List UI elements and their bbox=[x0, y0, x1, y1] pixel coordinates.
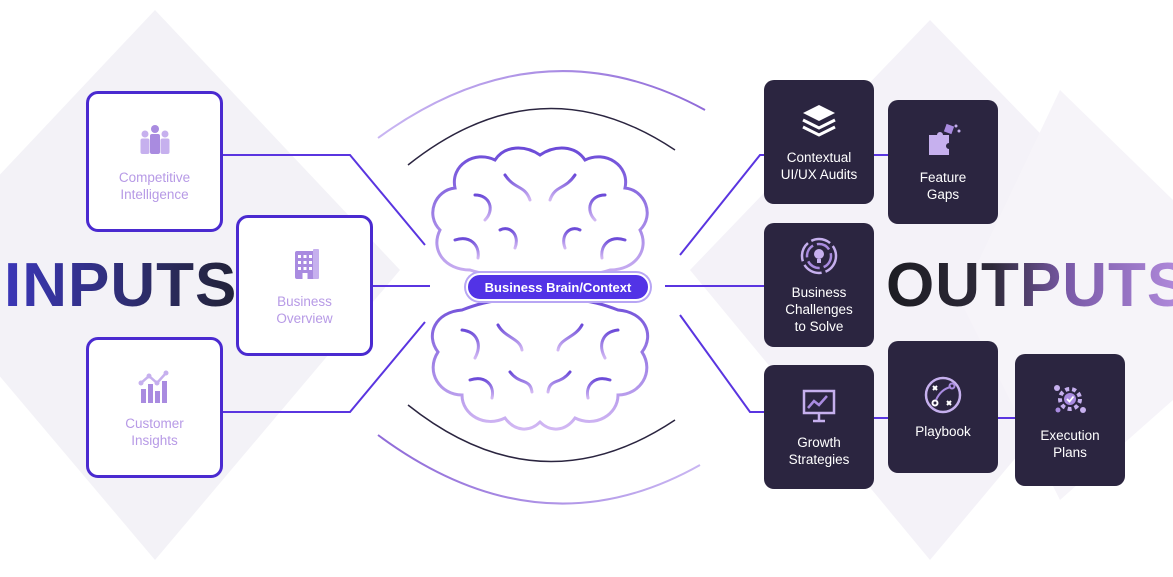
puzzle-icon bbox=[929, 123, 961, 155]
building-icon bbox=[294, 248, 319, 279]
output-connectors bbox=[665, 154, 1015, 419]
input-customer-insights[interactable]: Customer Insights bbox=[86, 337, 223, 478]
output-label-line: Challenges bbox=[785, 301, 853, 317]
output-playbook[interactable]: Playbook bbox=[888, 341, 998, 473]
input-connectors bbox=[222, 154, 430, 413]
gear-settings-icon bbox=[1054, 385, 1086, 413]
output-contextual-ux-audits[interactable]: Contextual UI/UX Audits bbox=[764, 80, 874, 204]
output-business-challenges[interactable]: Business Challenges to Solve bbox=[764, 223, 874, 347]
output-label-line: Plans bbox=[1053, 445, 1087, 460]
bar-chart-trend-icon bbox=[138, 370, 168, 403]
brain-icon bbox=[430, 146, 650, 431]
input-label-line: Insights bbox=[131, 432, 178, 448]
output-label-line: Execution bbox=[1040, 428, 1100, 443]
play-diagram-icon bbox=[924, 376, 962, 413]
output-label-line: Business bbox=[791, 284, 847, 300]
output-label-line: Playbook bbox=[915, 423, 971, 439]
input-label-line: Business bbox=[277, 293, 332, 309]
arc-bottom-outer bbox=[377, 434, 701, 505]
output-label-line: Contextual bbox=[786, 150, 852, 165]
business-brain-label: Business Brain/Context bbox=[466, 273, 650, 301]
input-label-line: Customer bbox=[125, 415, 184, 431]
maze-bulb-icon bbox=[800, 237, 838, 274]
arc-top-outer bbox=[377, 70, 706, 139]
outputs-title: OUTPUTS bbox=[886, 255, 1173, 317]
output-label-line: Feature bbox=[919, 170, 967, 185]
output-execution-plans[interactable]: Execution Plans bbox=[1015, 354, 1125, 486]
presentation-chart-icon bbox=[802, 389, 836, 423]
arc-top-inner bbox=[407, 107, 676, 166]
input-label-line: Overview bbox=[276, 310, 333, 326]
output-label-line: Gaps bbox=[926, 187, 960, 202]
input-business-overview[interactable]: Business Overview bbox=[236, 215, 373, 356]
inputs-title: INPUTS bbox=[4, 251, 238, 320]
output-growth-strategies[interactable]: Growth Strategies bbox=[764, 365, 874, 489]
arc-bottom-inner bbox=[407, 404, 676, 463]
output-label-line: Strategies bbox=[788, 452, 850, 467]
layers-icon bbox=[802, 105, 836, 137]
input-label-line: Intelligence bbox=[120, 186, 189, 202]
input-label-line: Competitive bbox=[118, 169, 191, 185]
output-label-line: Growth bbox=[797, 435, 841, 450]
input-competitive-intelligence[interactable]: Competitive Intelligence bbox=[86, 91, 223, 232]
people-group-icon bbox=[140, 124, 169, 154]
output-feature-gaps[interactable]: Feature Gaps bbox=[888, 100, 998, 224]
output-label-line: to Solve bbox=[794, 318, 844, 334]
output-label-line: UI/UX Audits bbox=[780, 167, 858, 182]
